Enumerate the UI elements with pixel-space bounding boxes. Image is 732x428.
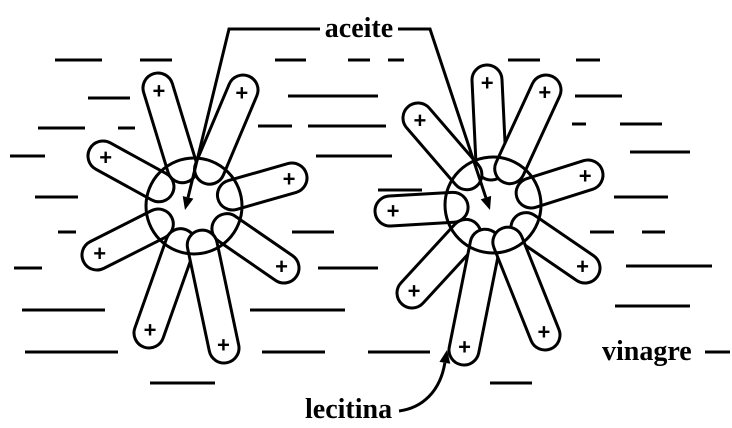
charge-sign: + [93,241,106,266]
lecithin-label: lecitina [305,394,392,425]
charge-sign: + [217,333,230,358]
charge-sign: + [576,254,589,279]
charge-sign: + [144,318,157,343]
charge-sign: + [458,335,471,360]
charge-sign: + [408,278,421,303]
charge-sign: + [579,163,592,188]
charge-sign: + [99,145,112,170]
charge-sign: + [538,80,551,105]
charge-sign: + [152,78,165,103]
charge-sign: + [387,198,400,223]
charge-sign: + [481,70,494,95]
vinegar-label: vinagre [602,336,692,367]
charge-sign: + [414,108,427,133]
charge-sign: + [283,166,296,191]
charge-sign: + [275,254,288,279]
charge-sign: + [537,320,550,345]
charge-sign: + [235,80,248,105]
oil-label: aceite [325,13,393,44]
